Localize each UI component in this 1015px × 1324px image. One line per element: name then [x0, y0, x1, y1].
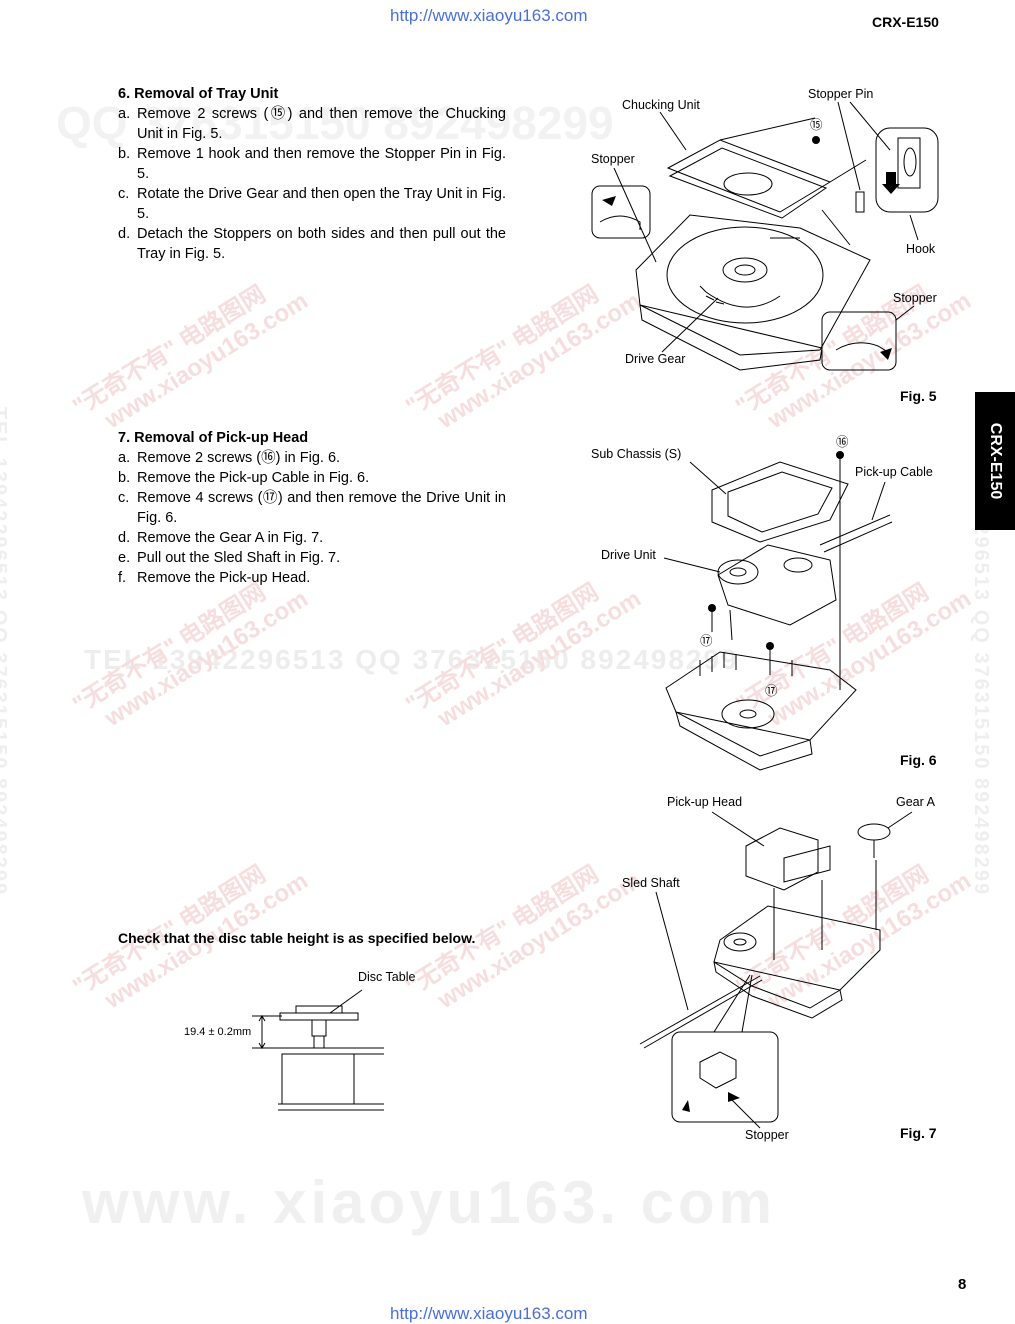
dimension-label: 19.4 ± 0.2mm: [184, 1026, 252, 1038]
step-item: b.Remove 1 hook and then remove the Stop…: [118, 146, 506, 182]
header-url-link[interactable]: http://www.xiaoyu163.com: [390, 6, 588, 25]
fig6-screw17a-label: ⑰: [700, 634, 713, 648]
watermark-qq: QQ 376315150 892498299: [56, 97, 614, 149]
step-item: a.Remove 2 screws (⑯) in Fig. 6.: [118, 450, 341, 466]
fig5-caption: Fig. 5: [900, 388, 937, 404]
fig5-drive-gear-label: Drive Gear: [625, 352, 686, 366]
fig7-stopper-label: Stopper: [745, 1128, 789, 1142]
fig5-stopper-right-label: Stopper: [893, 291, 937, 305]
step-item: c.Remove 4 screws (⑰) and then remove th…: [118, 490, 506, 526]
fig6-drive-unit-label: Drive Unit: [601, 548, 656, 562]
model-number: CRX-E150: [872, 14, 939, 30]
page-number: 8: [958, 1276, 967, 1293]
fig5-stopper-pin-label: Stopper Pin: [808, 87, 874, 101]
fig7-sled-shaft-label: Sled Shaft: [622, 876, 680, 890]
fig5-hook-label: Hook: [906, 242, 936, 256]
section-pickup-head: 7. Removal of Pick-up Head a.Remove 2 sc…: [118, 428, 506, 588]
section-title: 6. Removal of Tray Unit: [118, 86, 279, 102]
step-item: d.Remove the Gear A in Fig. 7.: [118, 530, 324, 546]
watermark-big: www. xiaoyu163. com: [82, 1169, 777, 1236]
step-item: f.Remove the Pick-up Head.: [118, 570, 311, 586]
fig6-screw17b-label: ⑰: [765, 684, 778, 698]
fig6-caption: Fig. 6: [900, 752, 937, 768]
fig7-pickup-head-label: Pick-up Head: [667, 795, 743, 809]
section-tray-unit: 6. Removal of Tray Unit a.Remove 2 screw…: [118, 84, 506, 264]
side-tab: CRX-E150: [975, 392, 1015, 530]
fig5-chucking-unit-label: Chucking Unit: [622, 98, 700, 112]
step-item: c.Rotate the Drive Gear and then open th…: [118, 186, 506, 222]
disc-table-label: Disc Table: [358, 970, 416, 984]
step-item: a.Remove 2 screws (⑮) and then remove th…: [118, 106, 506, 142]
watermark-tel: TEL 13942296513 QQ 376315150 892498299: [84, 644, 739, 675]
fig5-stopper-left-label: Stopper: [591, 152, 635, 166]
step-item: d.Detach the Stoppers on both sides and …: [118, 226, 506, 262]
fig6-pickup-cable-label: Pick-up Cable: [855, 465, 933, 479]
fig7-gear-a-label: Gear A: [896, 795, 935, 809]
section-title: 7. Removal of Pick-up Head: [118, 430, 309, 446]
fig6-screw16-label: ⑯: [836, 435, 849, 449]
step-item: b.Remove the Pick-up Cable in Fig. 6.: [118, 470, 370, 486]
fig6-sub-chassis-label: Sub Chassis (S): [591, 447, 682, 461]
fig7-caption: Fig. 7: [900, 1125, 937, 1141]
step-item: e.Pull out the Sled Shaft in Fig. 7.: [118, 550, 341, 566]
check-note: Check that the disc table height is as s…: [118, 930, 476, 946]
fig5-screw-label: ⑮: [810, 118, 823, 132]
footer-url-link[interactable]: http://www.xiaoyu163.com: [390, 1304, 588, 1323]
